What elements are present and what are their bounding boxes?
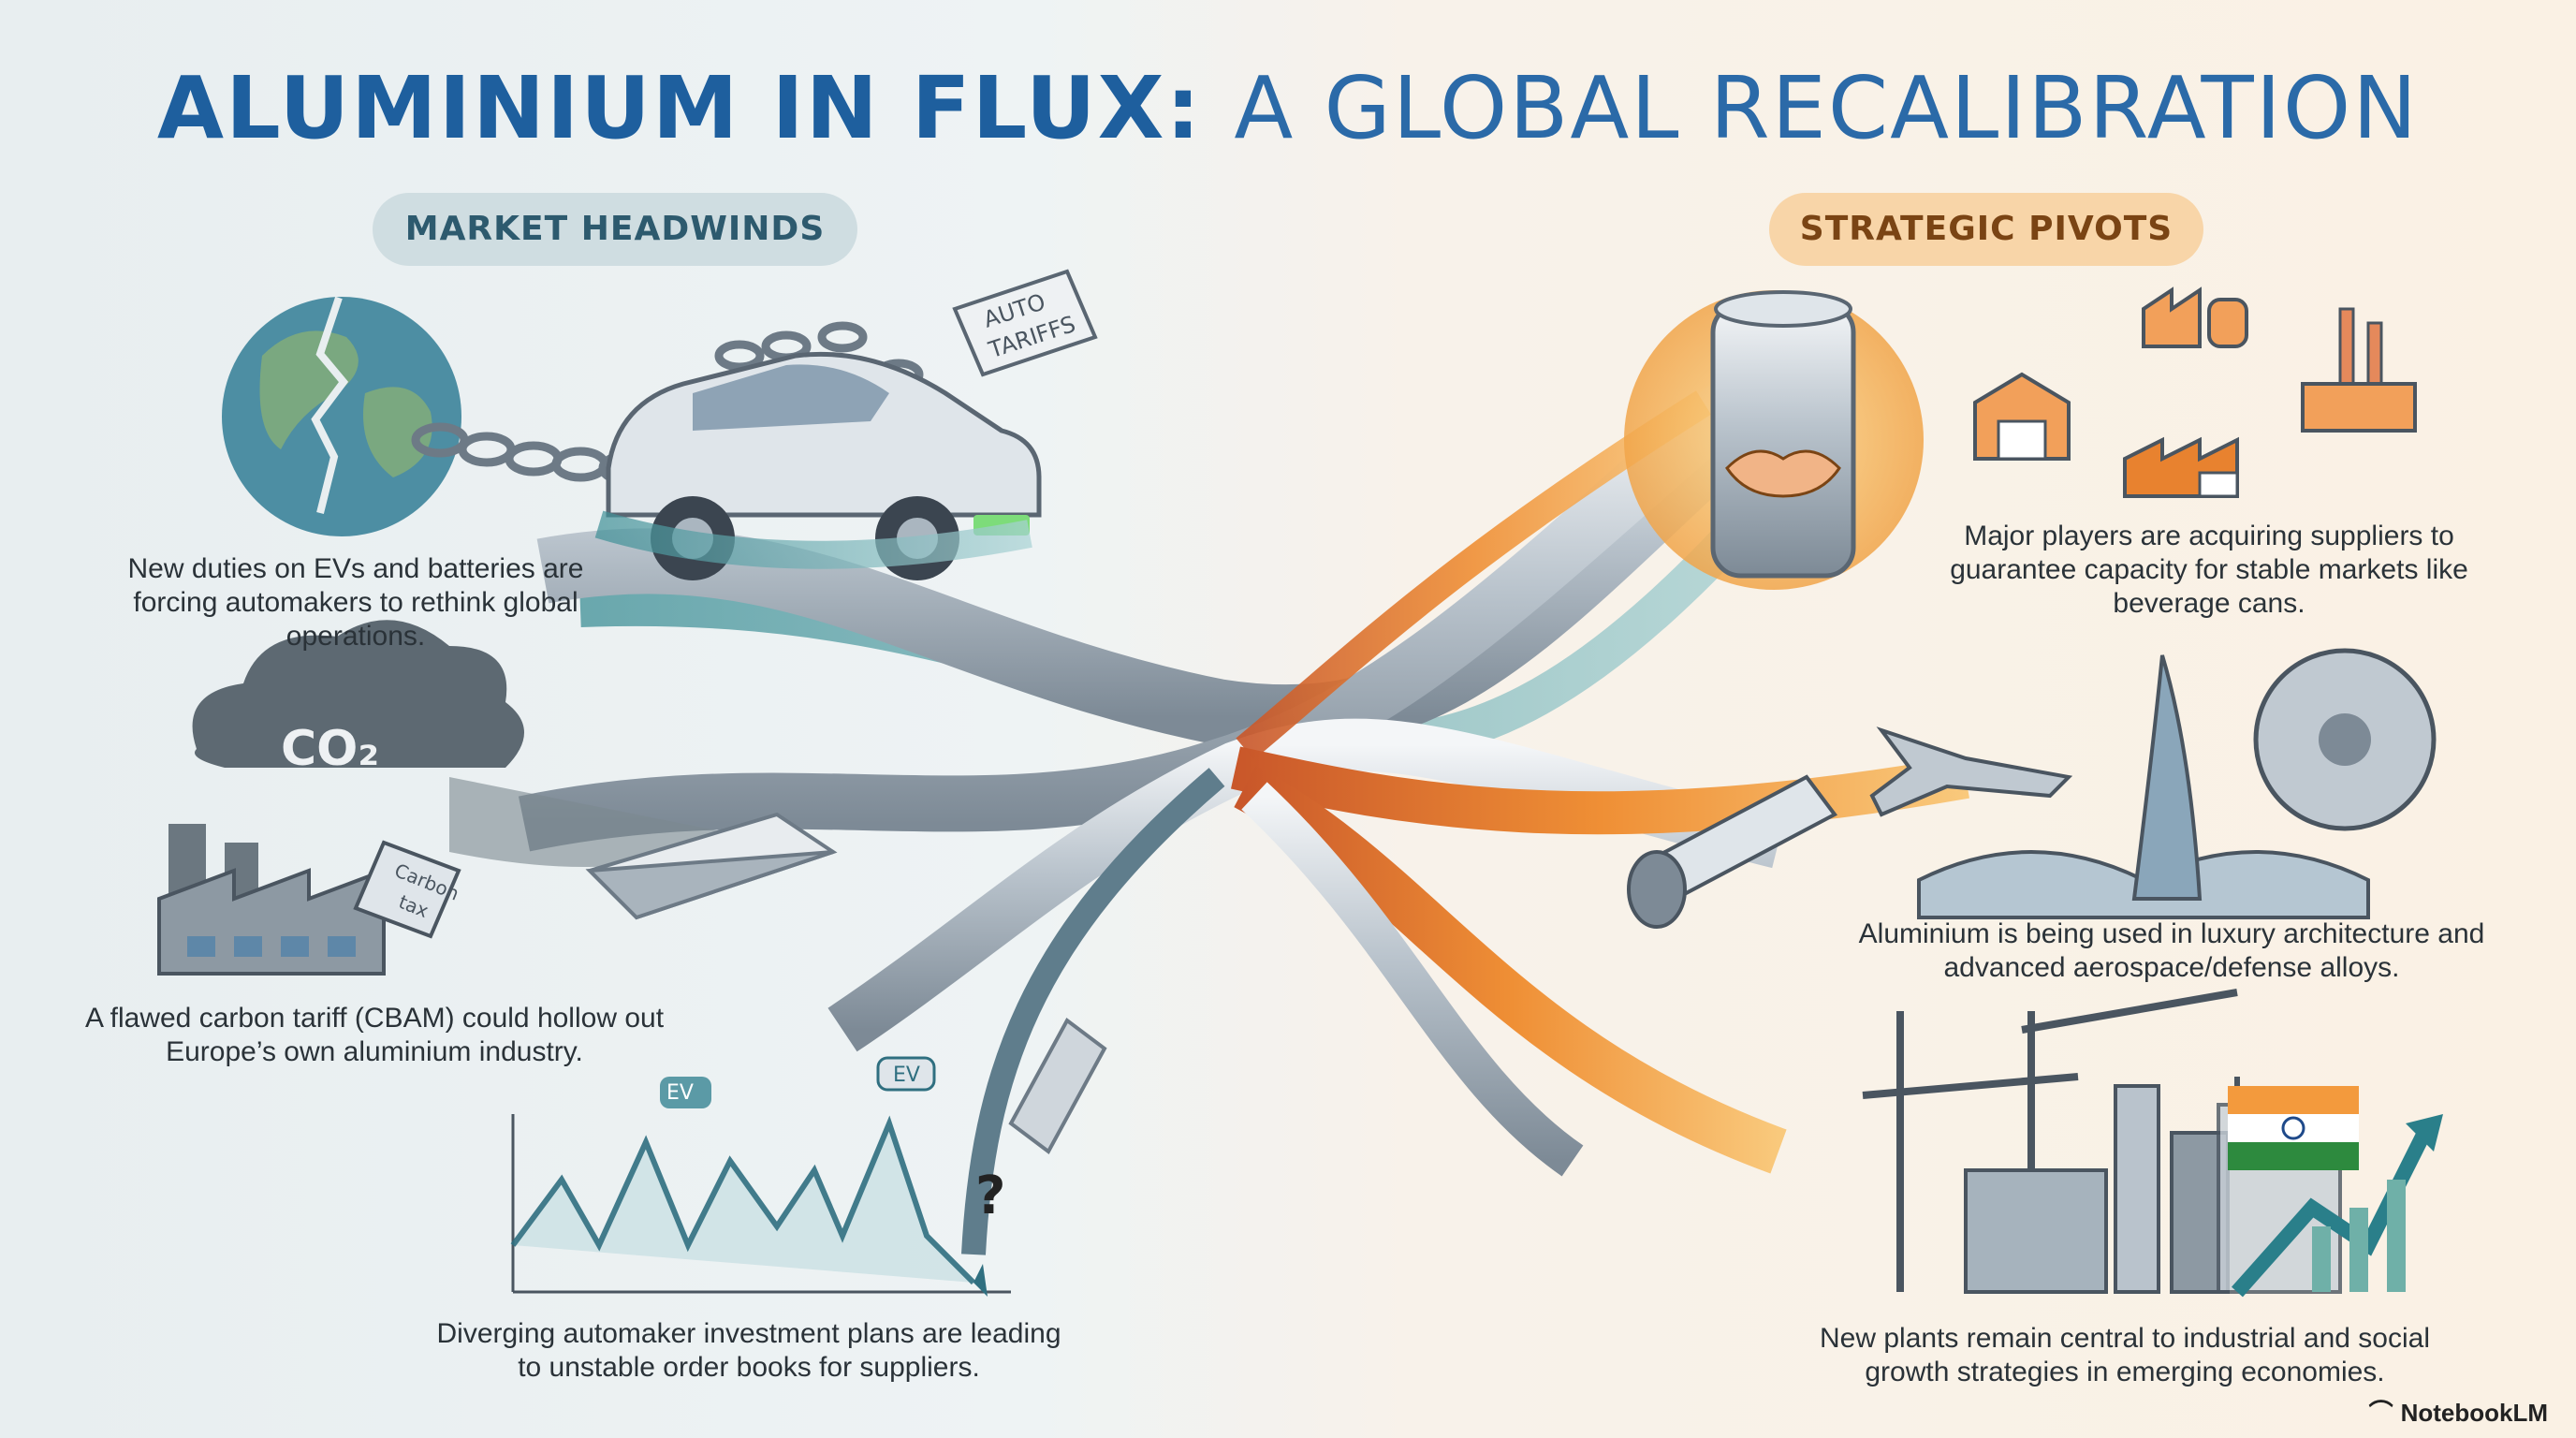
co2-label: CO₂: [281, 721, 380, 777]
twisted-aluminium-streams: [518, 368, 1969, 1255]
notebooklm-icon: ⌒: [2368, 1399, 2393, 1427]
strategic-pivots-header: STRATEGIC PIVOTS: [1769, 193, 2203, 266]
caption-orders: Diverging automaker investment plans are…: [436, 1318, 1061, 1383]
aluminium-ingots: [585, 812, 1107, 1154]
order-volatility-chart: [510, 1056, 1011, 1297]
beverage-can-handshake: [1624, 290, 1924, 590]
caption-acquisitions: Major players are acquiring suppliers to…: [1950, 521, 2468, 619]
aerospace-architecture: [1627, 648, 2437, 929]
question-mark: ?: [975, 1166, 1006, 1226]
ev-badge-2: EV: [893, 1064, 920, 1087]
emerging-industry-scene: [1862, 989, 2443, 1298]
page-title: ALUMINIUM IN FLUX: A GLOBAL RECALIBRATIO…: [0, 58, 2576, 158]
caption-luxury: Aluminium is being used in luxury archit…: [1858, 918, 2485, 983]
auto-tariffs-tag-shape: [952, 269, 1098, 377]
electric-car: [594, 351, 1042, 580]
brand-mark: ⌒NotebookLM: [2369, 1394, 2548, 1429]
cracked-globe: [222, 296, 461, 536]
title-part1: ALUMINIUM IN FLUX:: [156, 58, 1203, 158]
market-headwinds-header: MARKET HEADWINDS: [373, 193, 857, 266]
ev-badge-1: EV: [666, 1081, 694, 1105]
brand-label: NotebookLM: [2400, 1399, 2548, 1427]
supplier-factory-icons: [1973, 286, 2417, 498]
title-part2: A GLOBAL RECALIBRATION: [1234, 58, 2420, 158]
caption-plants: New plants remain central to industrial …: [1820, 1323, 2430, 1387]
caption-cbam: A flawed carbon tariff (CBAM) could holl…: [84, 1003, 665, 1067]
caption-ev-duties: New duties on EVs and batteries are forc…: [127, 553, 584, 652]
factory-with-co2-cloud: [157, 620, 730, 976]
